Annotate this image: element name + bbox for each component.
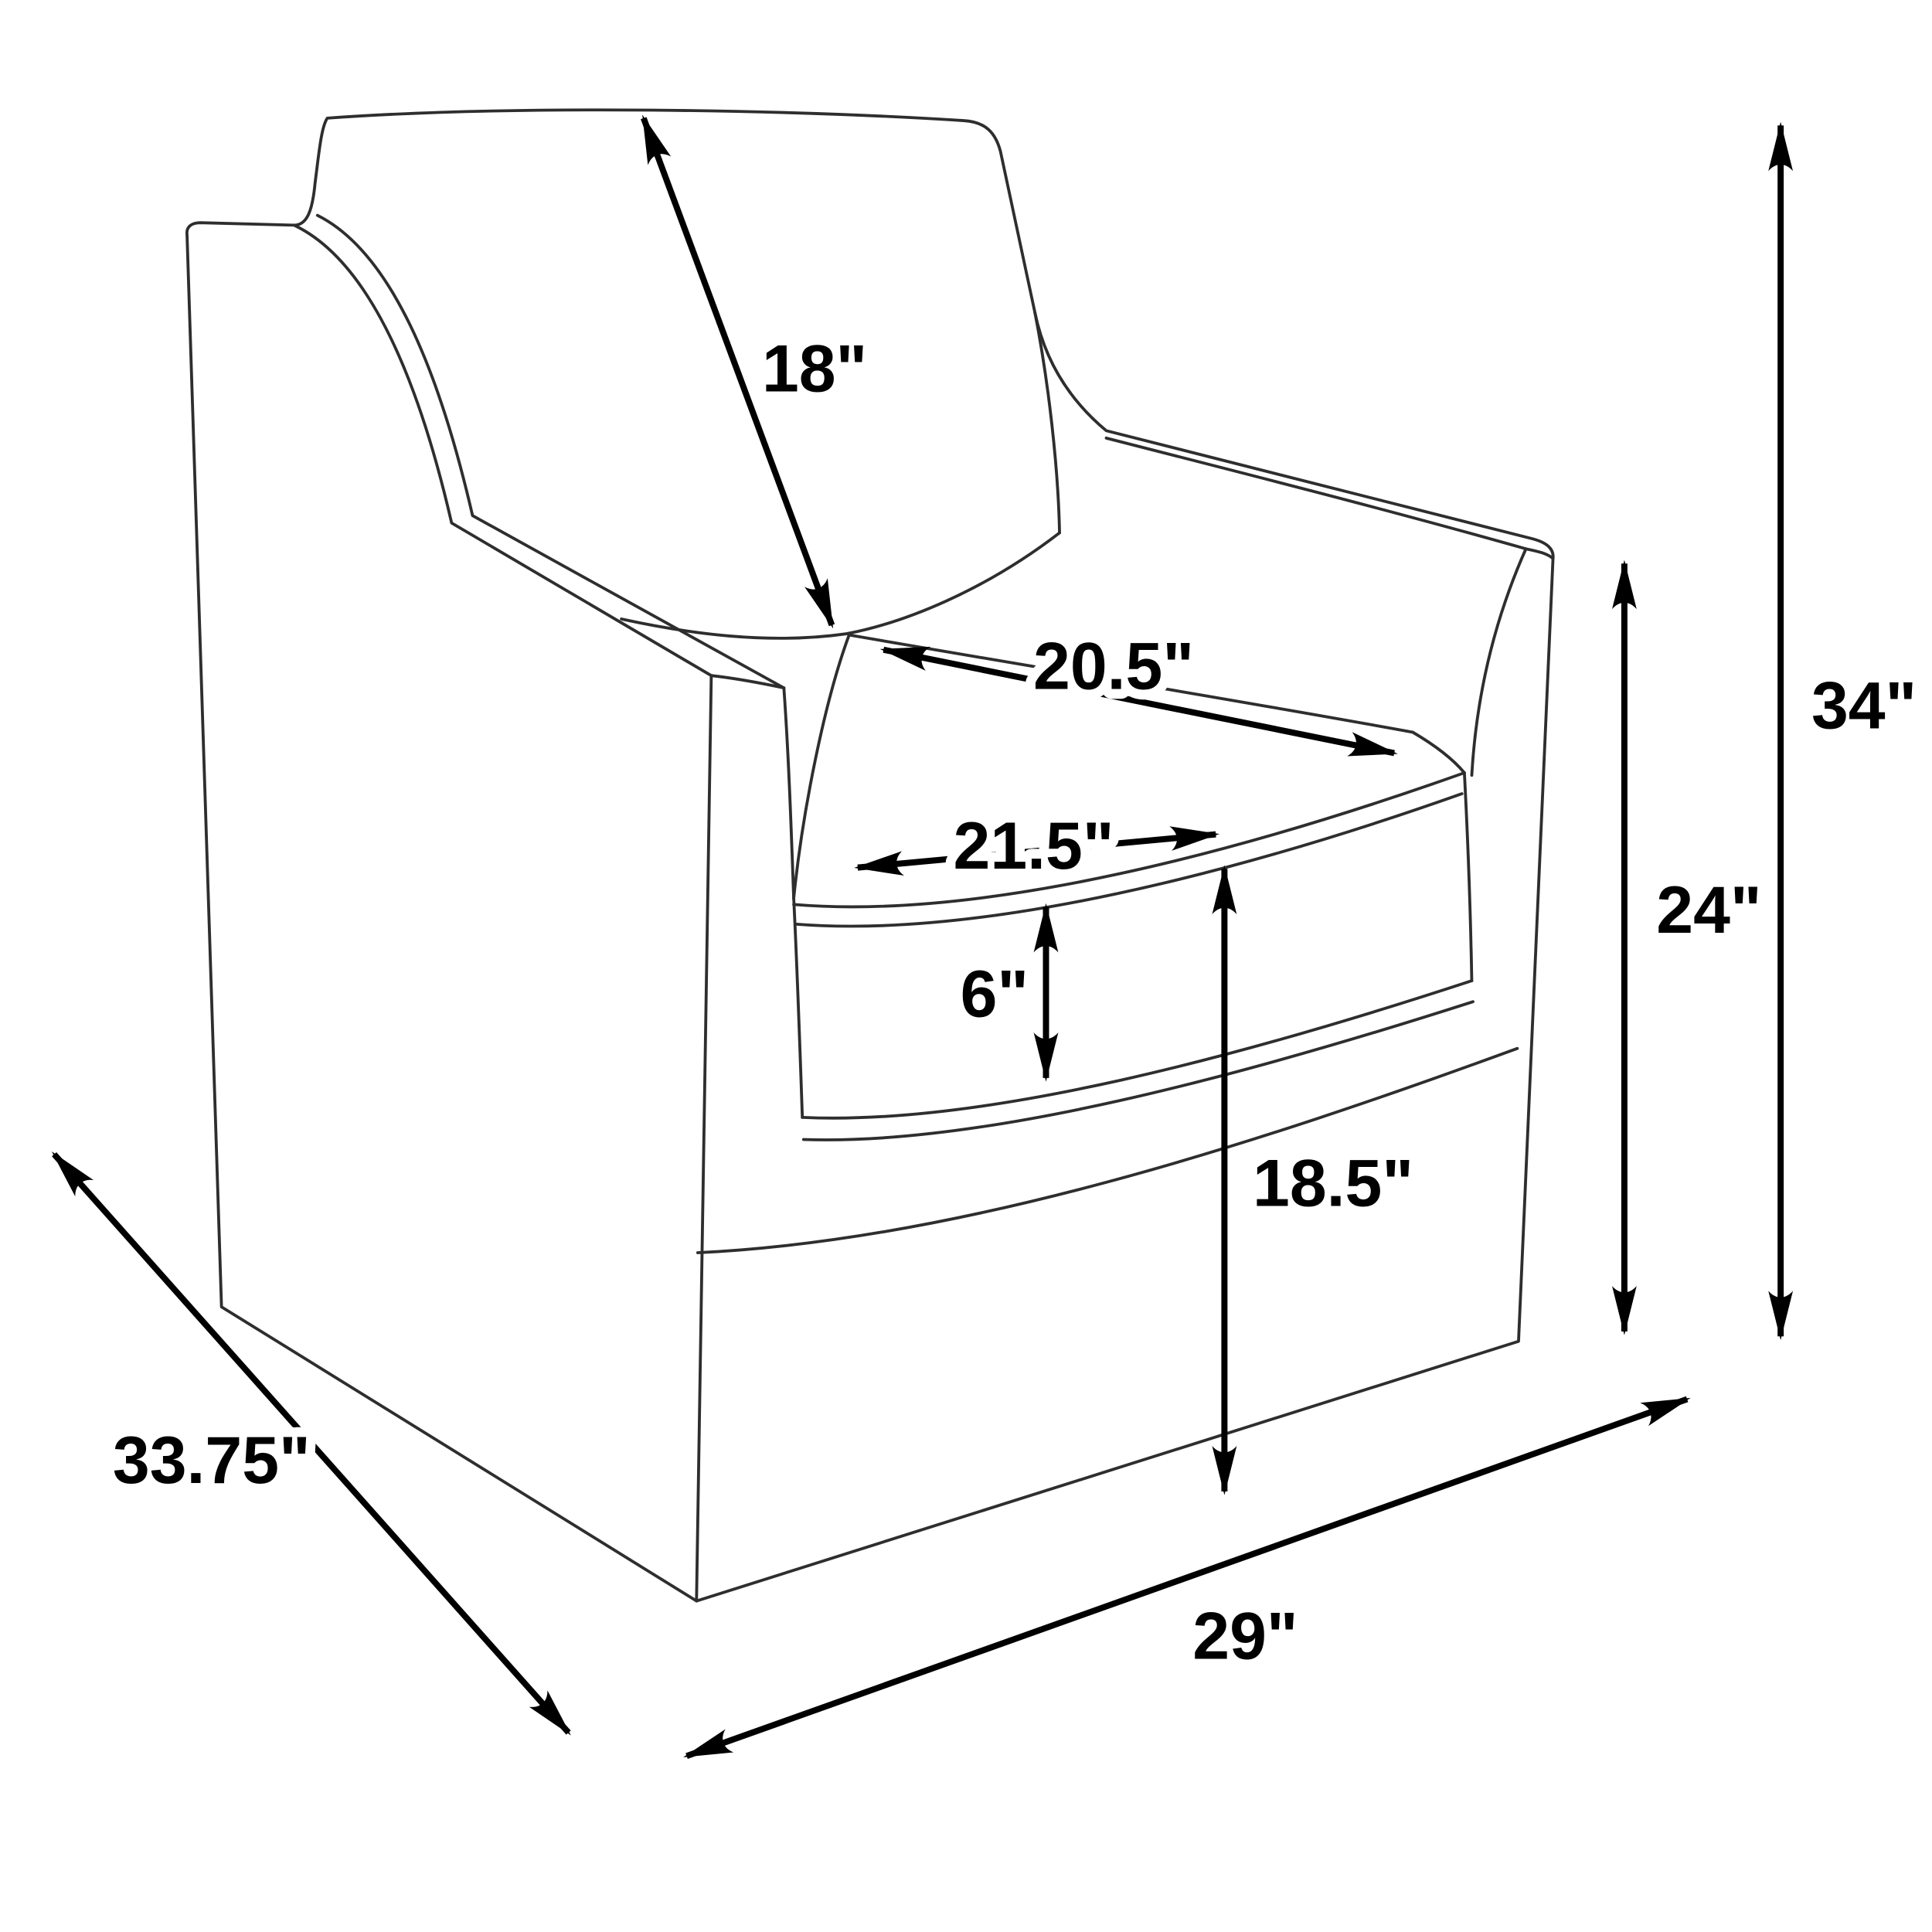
- dim-seat-width-arrow: [854, 826, 1220, 876]
- seat-cushion-front-piping: [794, 792, 1464, 928]
- dim-overall-depth: 33.75": [51, 1151, 571, 1736]
- dim-seat-depth-arrow: [879, 646, 1398, 757]
- back-cushion-bottom-edge: [620, 531, 1061, 640]
- dim-overall-width-arrow: [683, 1396, 1691, 1760]
- left-arm-outer-ridge: [292, 223, 713, 678]
- back-cushion-right-edge: [1033, 311, 1061, 535]
- dim-seat-width: 21.5": [854, 799, 1220, 893]
- seat-cushion-front-left-side: [792, 896, 804, 1119]
- left-arm-inner-ridge: [315, 213, 786, 690]
- seat-cushion-bottom-piping: [801, 1000, 1475, 1141]
- seat-cushion-right-edge: [1411, 730, 1466, 774]
- dim-overall-width-label: 29": [1192, 1599, 1298, 1673]
- dim-cushion-thickness: 6": [951, 903, 1059, 1082]
- dim-seat-height-label: 18.5": [1253, 1147, 1413, 1221]
- dim-seat-width-label: 21.5": [954, 809, 1114, 883]
- dim-overall-height-label: 34": [1811, 669, 1917, 743]
- left-arm-front-cap: [709, 674, 786, 690]
- left-arm-inner-front-edge: [782, 686, 795, 900]
- right-arm-inner-ridge: [1104, 436, 1528, 551]
- dim-seat-depth: 20.5": [879, 620, 1398, 757]
- dim-seat-depth-label: 20.5": [1033, 630, 1194, 704]
- dim-seat-height: 18.5": [1212, 865, 1423, 1495]
- dim-arm-height: 24": [1611, 560, 1771, 1335]
- right-arm-inner-front-edge: [1470, 547, 1528, 777]
- dim-overall-width: 29": [683, 1396, 1691, 1760]
- dim-overall-depth-arrow: [51, 1151, 571, 1736]
- armchair-drawing: [185, 108, 1555, 1603]
- skirt-top-seam: [696, 1046, 1519, 1254]
- chair-silhouette: [185, 108, 1555, 1603]
- dim-back-cushion-height-label: 18": [762, 332, 867, 406]
- seat-cushion-front-right-side: [1462, 771, 1474, 983]
- dim-back-cushion-height: 18": [641, 114, 877, 629]
- seat-cushion-bottom-edge: [801, 979, 1474, 1120]
- seat-cushion-left-edge: [792, 633, 851, 900]
- dim-overall-depth-label: 33.75": [113, 1423, 311, 1498]
- right-arm-front-cap: [1524, 547, 1555, 560]
- dimension-annotations: 18" 20.5" 21.5" 6" 18.5": [51, 114, 1927, 1760]
- dim-arm-height-label: 24": [1656, 873, 1761, 947]
- dim-overall-height: 34": [1768, 121, 1927, 1341]
- dim-cushion-thickness-label: 6": [961, 957, 1029, 1031]
- dim-back-cushion-height-arrow: [641, 114, 835, 629]
